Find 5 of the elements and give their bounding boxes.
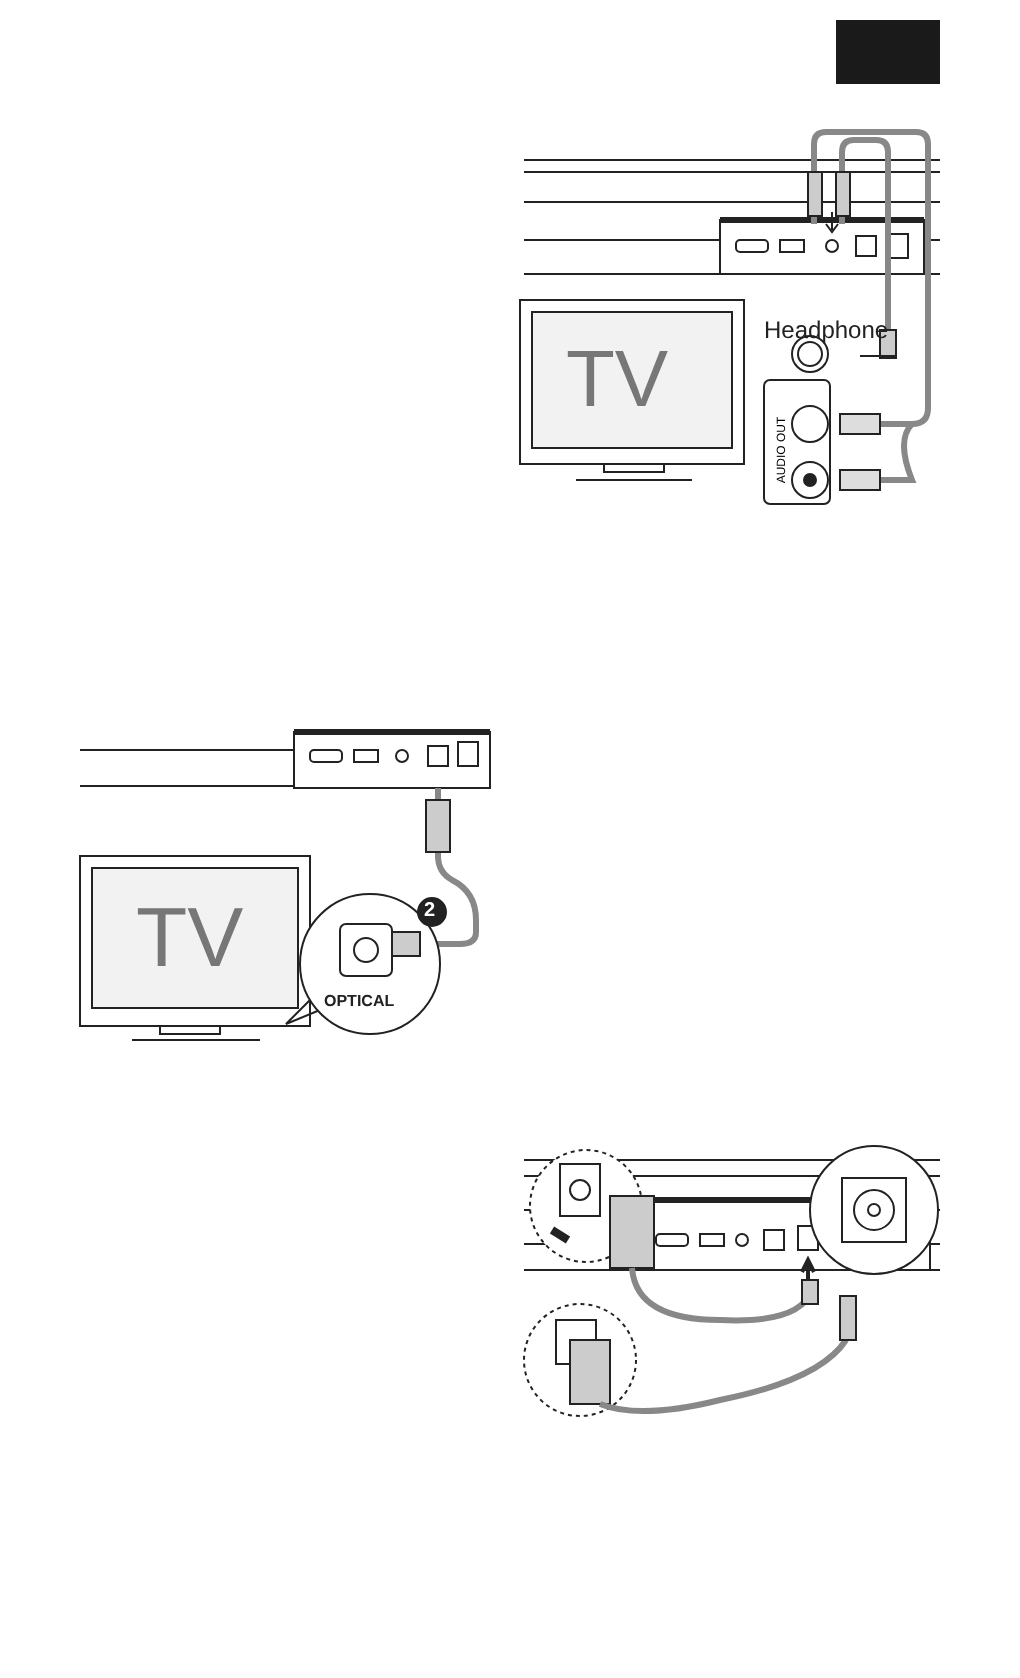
- port-label: OPTICAL: [324, 994, 395, 1010]
- step-number: 2: [424, 902, 436, 922]
- port-label: Headphone: [764, 318, 889, 342]
- tv-label: TV: [566, 340, 669, 420]
- tv-label: TV: [136, 896, 244, 980]
